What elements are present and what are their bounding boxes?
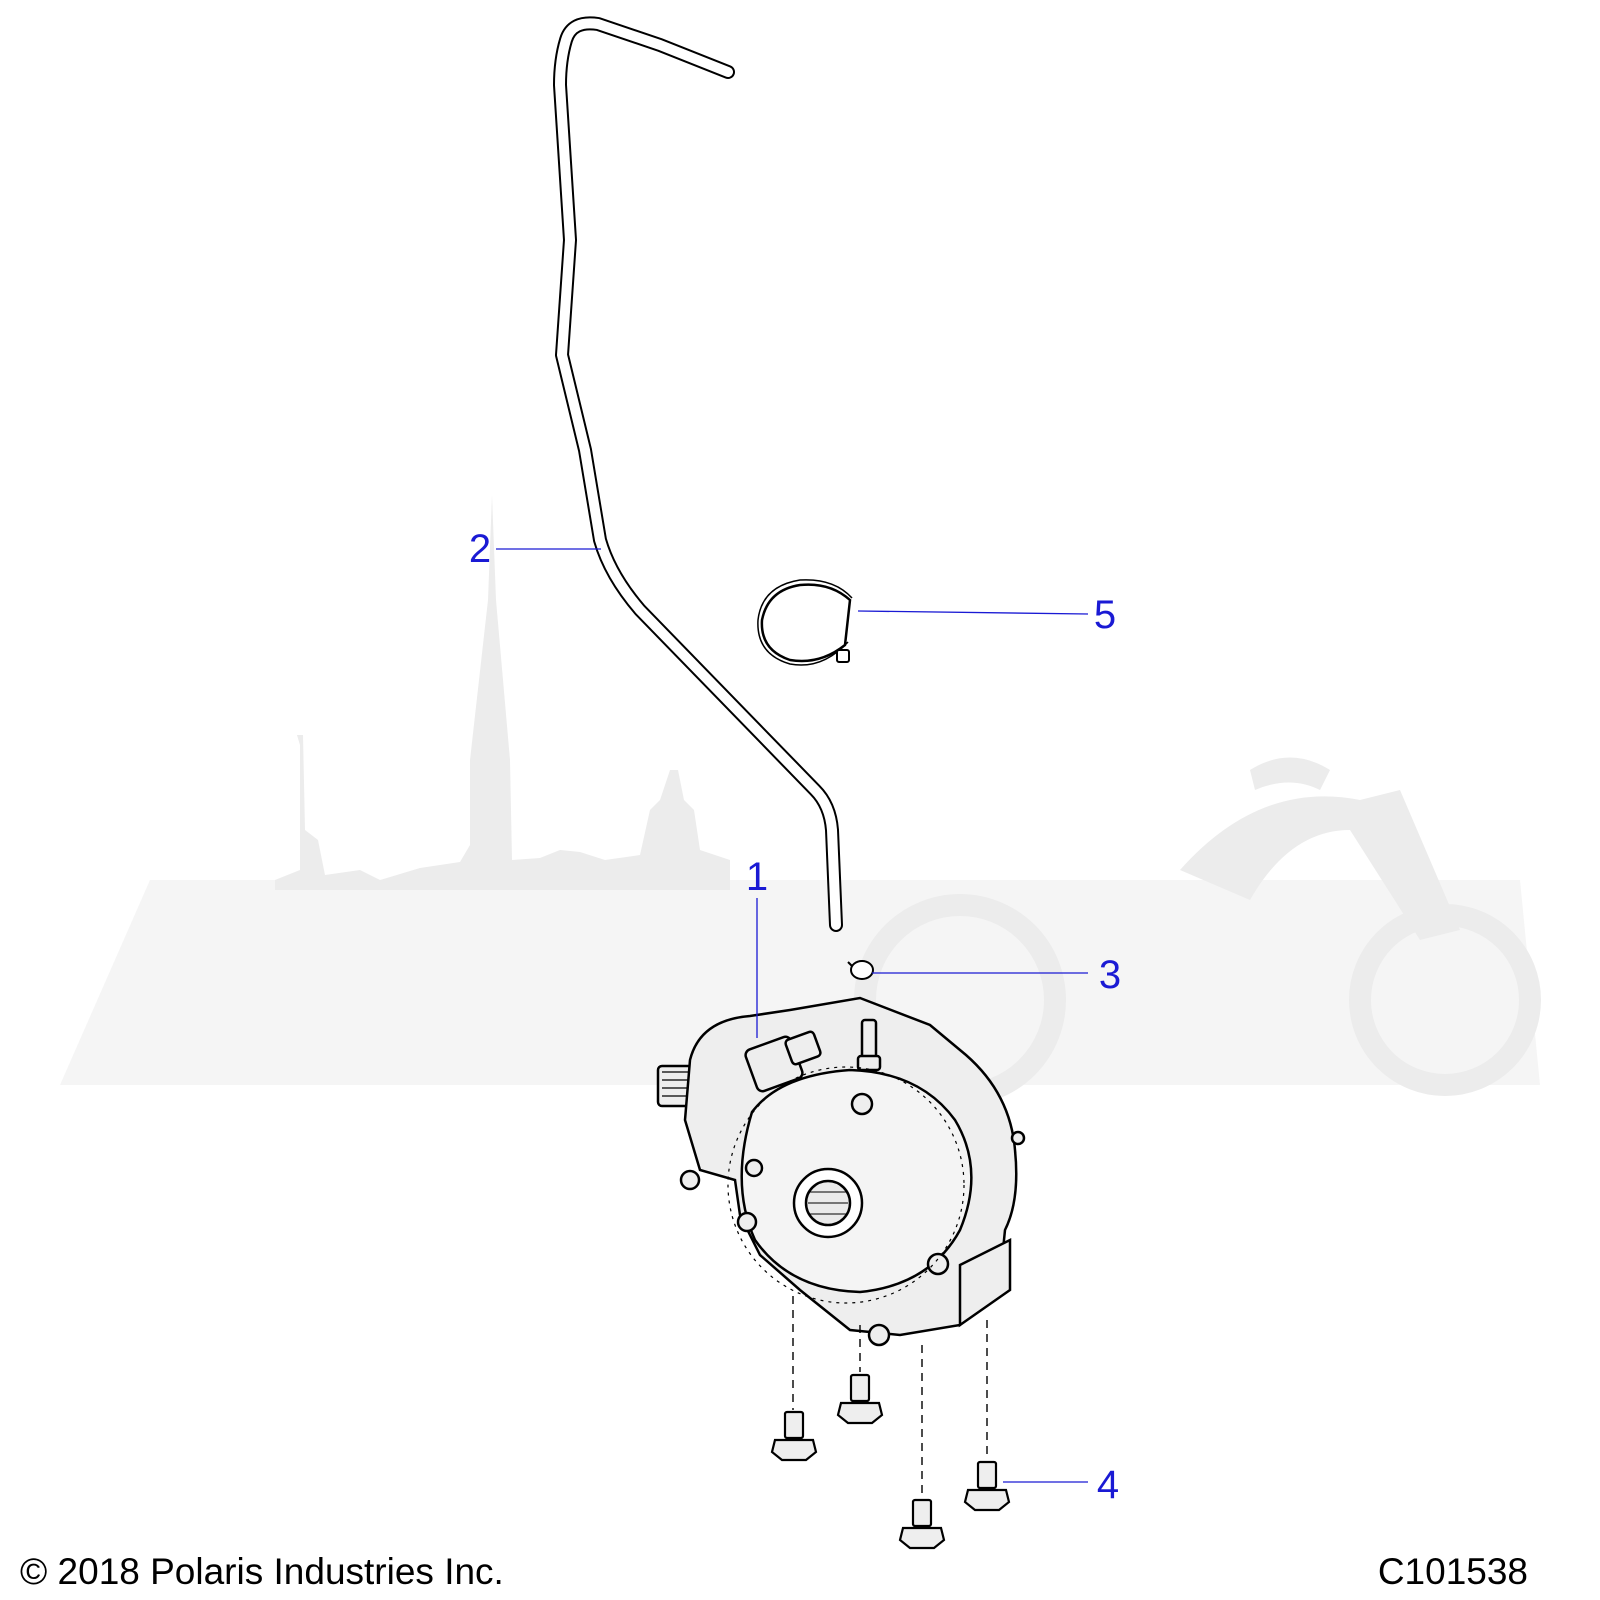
callout-1: 1 (746, 855, 768, 899)
flange-bolt (898, 1498, 946, 1550)
loop-clamp-part (757, 579, 853, 666)
callout-2: 2 (469, 527, 491, 571)
callout-numbers: 1 2 3 4 5 (469, 527, 1121, 1507)
vent-hose-part (553, 16, 843, 932)
flange-bolt (836, 1373, 884, 1425)
small-clamp-part (847, 960, 874, 980)
callout-leaders (496, 548, 1089, 1483)
flange-bolt (770, 1410, 818, 1462)
bolt-alignment-lines (792, 1296, 988, 1498)
leader-5 (857, 610, 1089, 615)
flange-bolt (963, 1460, 1011, 1512)
figure-code: C101538 (1377, 1551, 1528, 1592)
callout-4: 4 (1097, 1463, 1119, 1507)
copyright-notice: © 2018 Polaris Industries Inc. (20, 1551, 504, 1592)
flange-bolts-part (770, 1373, 1011, 1550)
gearcase-part (656, 996, 1026, 1347)
callout-3: 3 (1099, 953, 1121, 997)
callout-5: 5 (1094, 593, 1116, 637)
